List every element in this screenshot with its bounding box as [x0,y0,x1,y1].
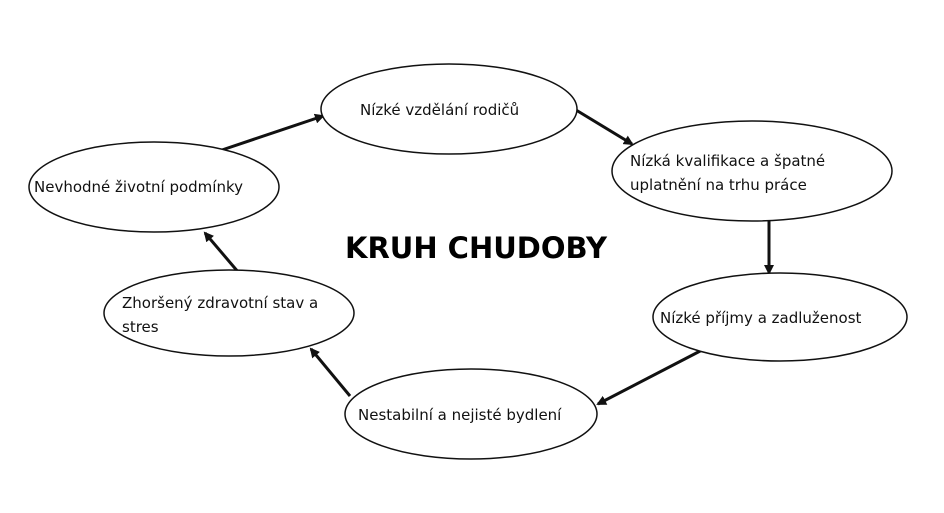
arrow-unstable-housing-to-poor-health-stress [309,347,352,397]
node-poor-health-stress: Zhoršený zdravotní stav a stres [103,269,355,357]
node-low-income-debt: Nízké příjmy a zadluženost [652,272,908,362]
arrow-poor-health-stress-to-poor-living-conditions [203,231,241,274]
node-label-line: Nevhodné životní podmínky [34,178,243,196]
arrow-low-income-debt-to-unstable-housing [596,346,707,406]
node-ellipse [103,269,355,357]
node-ellipse [320,63,578,155]
node-ellipse [28,141,280,233]
node-unstable-housing: Nestabilní a nejisté bydlení [344,368,598,460]
node-label-line: Nízké příjmy a zadluženost [660,309,862,327]
arrow-parents-education-to-low-qualification [575,108,634,146]
node-label-line: Zhoršený zdravotní stav a [122,294,318,312]
node-ellipse [611,120,893,222]
node-label-line: Nízká kvalifikace a špatné [630,152,825,170]
diagram-title: KRUH CHUDOBY [345,231,608,265]
node-label-line: Nestabilní a nejisté bydlení [358,406,562,424]
node-poor-living-conditions: Nevhodné životní podmínky [28,141,280,233]
node-ellipse [652,272,908,362]
node-label-line: stres [122,318,159,336]
node-label-line: Nízké vzdělání rodičů [360,101,519,119]
arrows-layer [203,108,774,406]
node-ellipse [344,368,598,460]
node-low-qualification: Nízká kvalifikace a špatné uplatnění na t… [611,120,893,222]
node-parents-education: Nízké vzdělání rodičů [320,63,578,155]
arrow-poor-living-conditions-to-parents-education [218,113,325,153]
node-label-line: uplatnění na trhu práce [630,176,807,194]
